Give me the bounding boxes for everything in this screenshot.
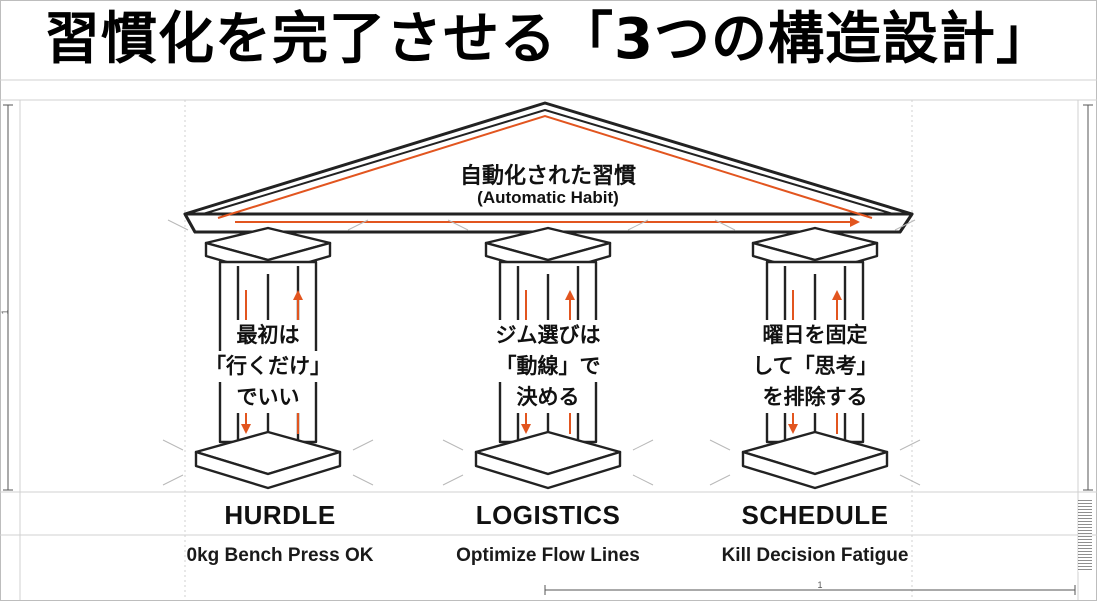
- pillar-hurdle-text: 最初は 「行くだけ」 でいい: [188, 320, 348, 413]
- pillar-logistics-text: ジム選びは 「動線」で 決める: [468, 320, 628, 413]
- pillar-logistics-line-3: 決める: [514, 382, 582, 413]
- pillar-hurdle-name: HURDLE: [224, 500, 336, 530]
- dimension-label-horizontal: 1: [817, 580, 822, 590]
- pillar-logistics-line-2: 「動線」で: [493, 351, 603, 382]
- pillar-schedule-line-1: 曜日を固定: [760, 320, 870, 351]
- pillar-hurdle-line-2: 「行くだけ」: [203, 351, 333, 382]
- pillar-schedule-line-3: を排除する: [760, 382, 870, 413]
- barcode-stamp: [1078, 500, 1092, 572]
- pillar-schedule-text: 曜日を固定 して「思考」 を排除する: [735, 320, 895, 413]
- dimension-vertical: [3, 104, 1093, 491]
- pillar-hurdle-line-3: でいい: [234, 382, 302, 413]
- page-title: 習慣化を完了させる「3つの構造設計」: [44, 7, 1053, 72]
- pillar-schedule-name: SCHEDULE: [741, 500, 889, 530]
- roof-title: 自動化された習慣: [459, 164, 636, 189]
- pillar-schedule-description: Kill Decision Fatigue: [721, 545, 909, 566]
- pillar-hurdle-description: 0kg Bench Press OK: [186, 545, 374, 566]
- dimension-horizontal: [544, 585, 1076, 595]
- pillar-logistics-name: LOGISTICS: [475, 500, 621, 530]
- roof-subtitle: (Automatic Habit): [477, 188, 619, 207]
- roof-arrow: [217, 114, 873, 219]
- roof-label-bg: [448, 154, 648, 212]
- dimension-label-vertical: 1: [0, 309, 10, 314]
- pillar-logistics-line-1: ジム選びは: [493, 320, 603, 351]
- pillar-hurdle-line-1: 最初は: [234, 320, 302, 351]
- pillar-schedule-line-2: して「思考」: [750, 351, 880, 382]
- title-bar: 習慣化を完了させる「3つの構造設計」: [0, 0, 1097, 80]
- pillar-logistics-description: Optimize Flow Lines: [456, 545, 640, 566]
